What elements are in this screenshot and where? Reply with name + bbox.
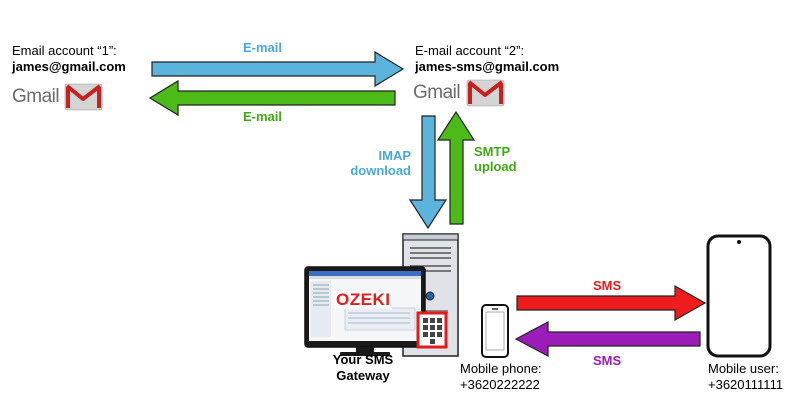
- mobile-phone-number: +3620222222: [460, 377, 540, 392]
- mobile-phone-caption: Mobile phone:: [460, 361, 542, 376]
- mobile-user-phone-icon: [706, 234, 772, 358]
- account1-address: james@gmail.com: [12, 59, 126, 74]
- smtp-label-line1: SMTP: [474, 144, 511, 159]
- account1-caption: Email account “1”:: [12, 43, 117, 58]
- gmail-envelope-icon: [64, 83, 103, 111]
- email-arrow-right: [151, 50, 405, 88]
- mobile-phone-icon: [481, 304, 509, 358]
- mobile-user-number: +3620111111: [708, 377, 784, 392]
- smtp-label-line2: upload: [474, 159, 517, 174]
- monitor-icon: [304, 266, 426, 356]
- gmail-wordmark: Gmail: [12, 86, 60, 107]
- imap-label-line2: download: [350, 163, 411, 178]
- sms-top-label: SMS: [593, 278, 622, 293]
- smtp-upload-arrow: [436, 110, 476, 225]
- smtp-label: SMTP upload: [474, 144, 517, 174]
- email-top-label: E-mail: [243, 40, 283, 55]
- mobile-user-caption: Mobile user:: [708, 361, 779, 376]
- sms-arrow-left: [514, 321, 701, 357]
- sms-bottom-label: SMS: [593, 353, 622, 368]
- gateway-caption-line1: Your SMS: [332, 352, 394, 367]
- gmail-wordmark: Gmail: [413, 82, 461, 103]
- gateway-caption-line2: Gateway: [336, 368, 390, 383]
- imap-label: IMAP download: [345, 148, 411, 178]
- gateway-caption: Your SMS Gateway: [318, 352, 408, 384]
- gmail-logo-text: Gmail: [413, 82, 461, 104]
- account2-address: james-sms@gmail.com: [415, 59, 560, 74]
- ozeki-brand: OZEKI: [334, 290, 393, 309]
- sms-arrow-right: [516, 284, 707, 322]
- email-bottom-label: E-mail: [243, 109, 283, 124]
- ozeki-keypad-icon: [416, 311, 448, 349]
- account2-caption: E-mail account “2”:: [415, 43, 525, 58]
- email-arrow-left: [148, 79, 396, 117]
- gmail-logo-text: Gmail: [12, 86, 60, 108]
- imap-label-line1: IMAP: [378, 148, 412, 163]
- imap-download-arrow: [408, 115, 448, 230]
- gmail-envelope-icon: [466, 79, 505, 107]
